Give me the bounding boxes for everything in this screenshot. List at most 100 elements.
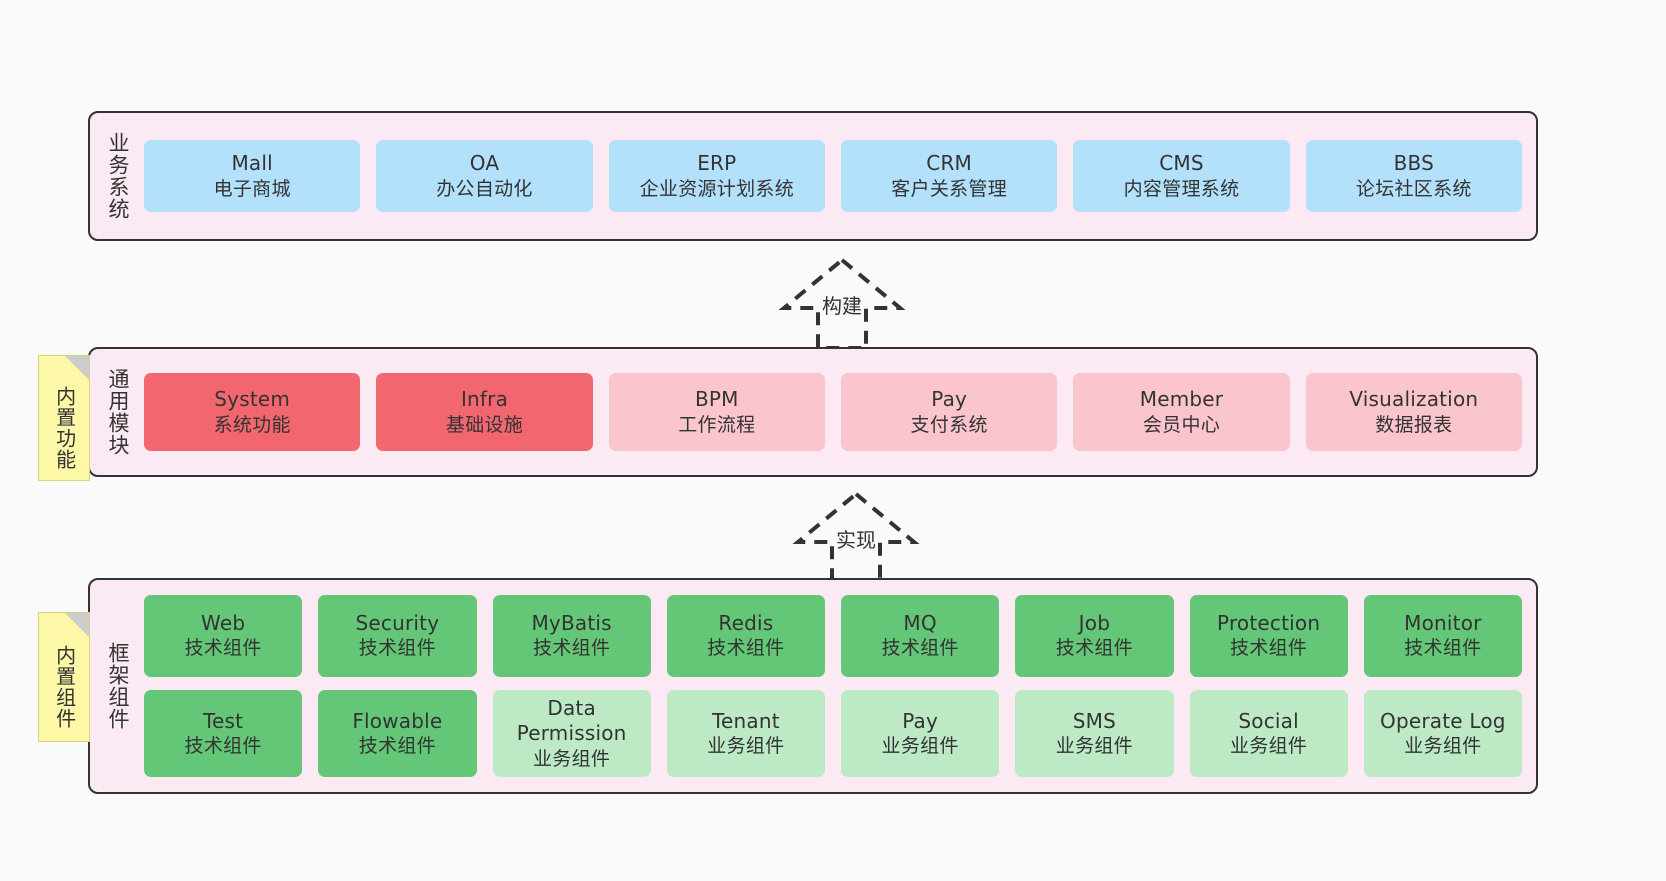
node-title: MQ — [903, 610, 937, 635]
node-subtitle: 内容管理系统 — [1123, 177, 1240, 200]
node-title: Member — [1139, 387, 1224, 412]
node-title: BBS — [1393, 151, 1434, 176]
node-title: Test — [203, 708, 244, 733]
node-title: Visualization — [1349, 387, 1479, 412]
arrow-implement: 实现 — [756, 490, 956, 586]
layer-title-business-systems: 业务系统 — [105, 132, 130, 220]
node-title: Pay — [931, 387, 968, 412]
node-subtitle: 企业资源计划系统 — [639, 177, 795, 200]
node-subtitle: 工作流程 — [678, 413, 756, 436]
node-title: ERP — [697, 151, 737, 176]
node-title: Web — [201, 610, 246, 635]
layer-title-framework-components: 框架组件 — [105, 642, 130, 730]
node-title: Protection — [1217, 610, 1321, 635]
note-builtin-component-label: 内置组件 — [52, 645, 77, 729]
node-subtitle: 基础设施 — [445, 413, 524, 436]
node-subtitle: 支付系统 — [910, 413, 988, 436]
node-subtitle: 技术组件 — [184, 637, 262, 660]
node-title: System — [214, 387, 291, 412]
node-subtitle: 技术组件 — [1404, 637, 1482, 660]
node-subtitle: 数据报表 — [1375, 413, 1453, 436]
node-title: BPM — [695, 387, 739, 412]
node-title: Job — [1078, 610, 1111, 635]
node-title: CMS — [1159, 151, 1204, 176]
node-title: Redis — [718, 610, 774, 635]
node-subtitle: 业务组件 — [1230, 735, 1308, 758]
layer-title-common-modules: 通用模块 — [105, 368, 130, 456]
node-title: Tenant — [711, 708, 780, 733]
node-title: Social — [1238, 708, 1299, 733]
node-subtitle: 技术组件 — [1230, 637, 1308, 660]
node-subtitle: 技术组件 — [184, 735, 262, 758]
node-title: SMS — [1072, 708, 1116, 733]
node-title: Data Permission — [516, 695, 627, 746]
node-subtitle: 会员中心 — [1142, 413, 1221, 436]
node-title: Monitor — [1404, 610, 1482, 635]
node-title: Pay — [902, 708, 939, 733]
note-fold-corner-icon — [65, 613, 89, 637]
node-subtitle: 业务组件 — [881, 735, 959, 758]
node-subtitle: 技术组件 — [358, 735, 436, 758]
node-subtitle: 办公自动化 — [436, 177, 533, 200]
node-title: OA — [469, 151, 500, 176]
node-title: Security — [355, 610, 440, 635]
node-subtitle: 业务组件 — [1404, 735, 1482, 758]
note-builtin-component: 内置组件 — [38, 612, 90, 742]
node-subtitle: 系统功能 — [213, 413, 291, 436]
arrow-build: 构建 — [742, 256, 942, 352]
node-subtitle: 技术组件 — [533, 637, 611, 660]
node-subtitle: 业务组件 — [1055, 735, 1133, 758]
node-title: Mall — [231, 151, 273, 176]
node-title: Flowable — [352, 708, 443, 733]
node-subtitle: 业务组件 — [533, 747, 611, 770]
node-title: Operate Log — [1380, 708, 1506, 733]
node-subtitle: 技术组件 — [358, 637, 436, 660]
node-title: Infra — [460, 387, 509, 412]
note-builtin-function-label: 内置功能 — [52, 386, 77, 470]
node-subtitle: 业务组件 — [707, 735, 785, 758]
node-title: CRM — [926, 151, 972, 176]
node-subtitle: 技术组件 — [1055, 637, 1133, 660]
node-subtitle: 电子商城 — [213, 177, 291, 200]
node-subtitle: 技术组件 — [707, 637, 785, 660]
node-subtitle: 技术组件 — [881, 637, 959, 660]
node-title: MyBatis — [531, 610, 612, 635]
